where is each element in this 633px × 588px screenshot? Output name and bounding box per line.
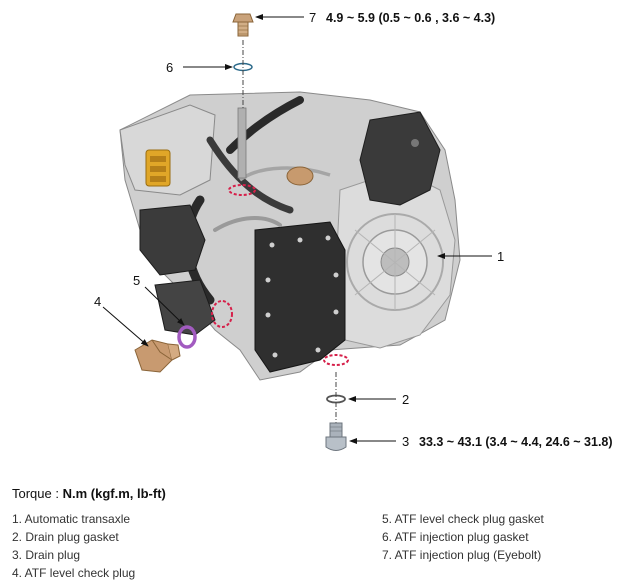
automatic-transaxle	[119, 91, 461, 381]
callout-2: 2	[402, 392, 409, 407]
torque-heading-units: N.m (kgf.m, lb-ft)	[62, 486, 166, 501]
torque-spec-3: 33.3 ~ 43.1 (3.4 ~ 4.4, 24.6 ~ 31.8)	[419, 435, 613, 449]
leader-arrow-5	[144, 286, 185, 326]
parts-legend-right: 5. ATF level check plug gasket 6. ATF in…	[382, 510, 544, 564]
callout-5: 5	[133, 273, 140, 288]
injection-plug-eyebolt	[232, 13, 254, 37]
callout-4: 4	[94, 294, 101, 309]
level-check-plug-gasket	[177, 325, 197, 349]
callout-7: 7	[309, 10, 316, 25]
legend-item: 5. ATF level check plug gasket	[382, 512, 544, 526]
torque-heading-prefix: Torque :	[12, 486, 63, 501]
level-check-plug-highlight	[211, 300, 233, 328]
drain-plug	[325, 422, 347, 451]
legend-item: 7. ATF injection plug (Eyebolt)	[382, 548, 542, 562]
callout-3: 3	[402, 434, 409, 449]
leader-arrow-4	[102, 306, 149, 347]
legend-item: 2. Drain plug gasket	[12, 530, 119, 544]
torque-heading: Torque : N.m (kgf.m, lb-ft)	[12, 486, 166, 501]
legend-item: 6. ATF injection plug gasket	[382, 530, 529, 544]
callout-6: 6	[166, 60, 173, 75]
torque-spec-7: 4.9 ~ 5.9 (0.5 ~ 0.6 , 3.6 ~ 4.3)	[326, 11, 495, 25]
legend-item: 4. ATF level check plug	[12, 566, 136, 580]
legend-item: 3. Drain plug	[12, 548, 81, 562]
injection-plug-highlight	[228, 184, 256, 196]
parts-legend-left: 1. Automatic transaxle 2. Drain plug gas…	[12, 510, 135, 582]
atf-level-check-plug	[134, 339, 181, 373]
drain-plug-highlight	[323, 354, 349, 366]
callout-1: 1	[497, 249, 504, 264]
legend-item: 1. Automatic transaxle	[12, 512, 131, 526]
transaxle-exploded-diagram: 7 6 1 5 4 2 3 4.9 ~ 5.9 (0.5 ~ 0.6 , 3.6…	[94, 10, 613, 451]
